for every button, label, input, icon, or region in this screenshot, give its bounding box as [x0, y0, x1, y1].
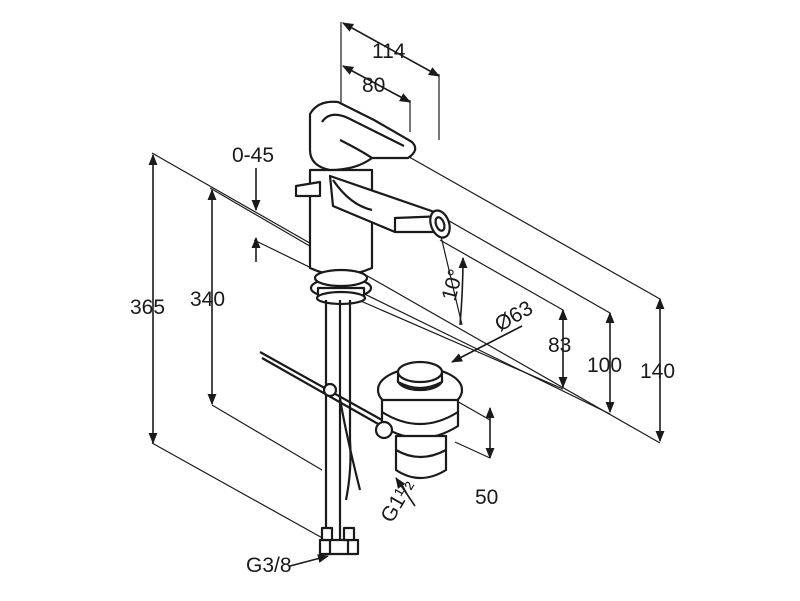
dimension-labels: 114 80 0-45 365 340 10° Ø63 83 100 140 5… [130, 40, 675, 577]
dim-g3-8: G3/8 [246, 554, 292, 577]
dim-50: 50 [475, 486, 498, 509]
dim-10-degree: 10° [438, 267, 468, 304]
extension-lines [151, 22, 661, 546]
dim-0-45: 0-45 [232, 144, 274, 167]
dim-365: 365 [130, 296, 165, 319]
supply-hoses [318, 300, 360, 556]
dim-114: 114 [372, 40, 406, 63]
dim-340: 340 [190, 288, 225, 311]
drain-waste [374, 360, 464, 480]
dim-140: 140 [640, 360, 675, 383]
popup-rod [259, 351, 383, 491]
dim-80: 80 [362, 74, 385, 97]
mixer-tap [294, 100, 451, 306]
dimension-arrows [148, 22, 665, 567]
dim-83: 83 [548, 334, 571, 357]
dim-g1-half: G1½ [376, 476, 419, 527]
dim-100: 100 [587, 354, 622, 377]
